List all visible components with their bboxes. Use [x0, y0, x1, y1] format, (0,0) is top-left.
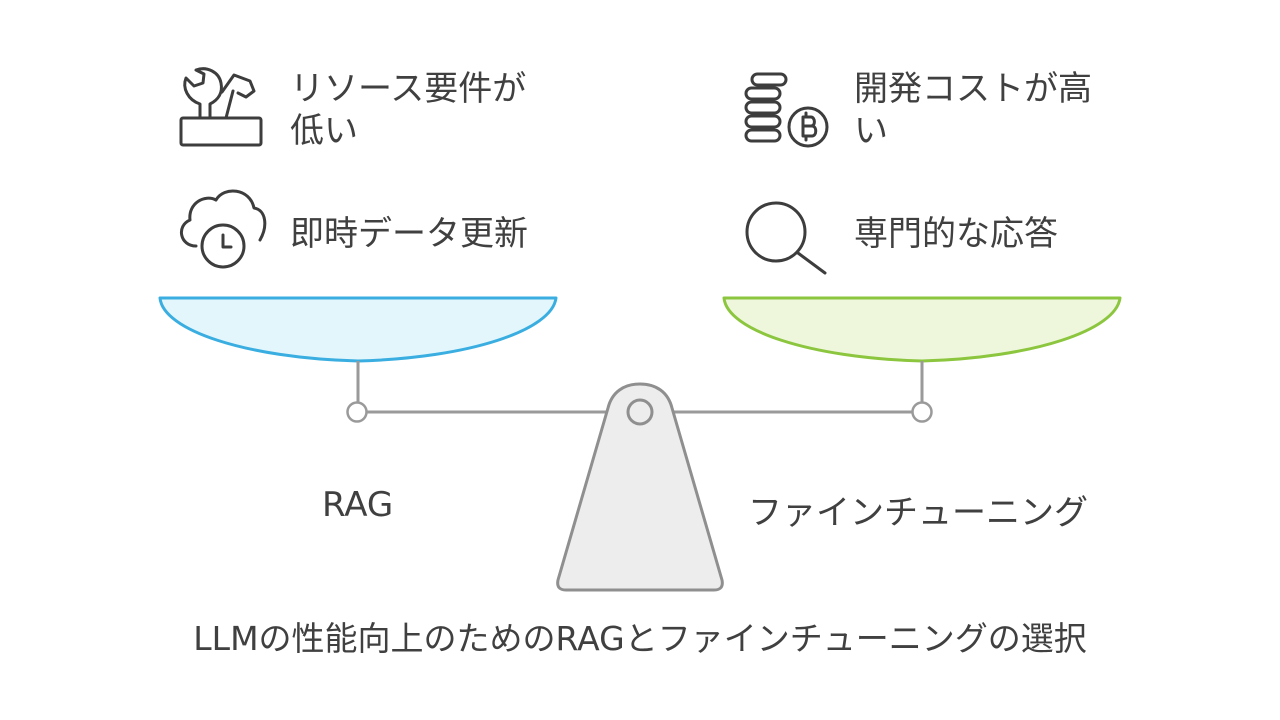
tools-icon	[179, 67, 263, 147]
right-side-label: ファインチューニング	[748, 493, 1088, 533]
left-side-label: RAG	[322, 485, 394, 525]
right-item-2-label: 専門的な応答	[854, 214, 1058, 254]
right-pan	[722, 296, 1122, 363]
left-joint	[346, 401, 368, 423]
left-item-1-label: リソース要件が低い	[290, 69, 527, 151]
diagram-caption: LLMの性能向上のためのRAGとファインチューニングの選択	[193, 619, 1087, 658]
coins-bitcoin-icon	[744, 72, 829, 148]
left-item-2-label: 即時データ更新	[290, 214, 528, 254]
right-item-1-label: 開発コストが高い	[854, 69, 1092, 151]
magnifier-icon	[745, 201, 827, 275]
left-pan	[158, 296, 558, 363]
fulcrum-pivot	[626, 398, 654, 426]
fulcrum-base	[556, 382, 724, 592]
cloud-clock-icon	[180, 189, 267, 269]
right-joint	[911, 401, 933, 423]
